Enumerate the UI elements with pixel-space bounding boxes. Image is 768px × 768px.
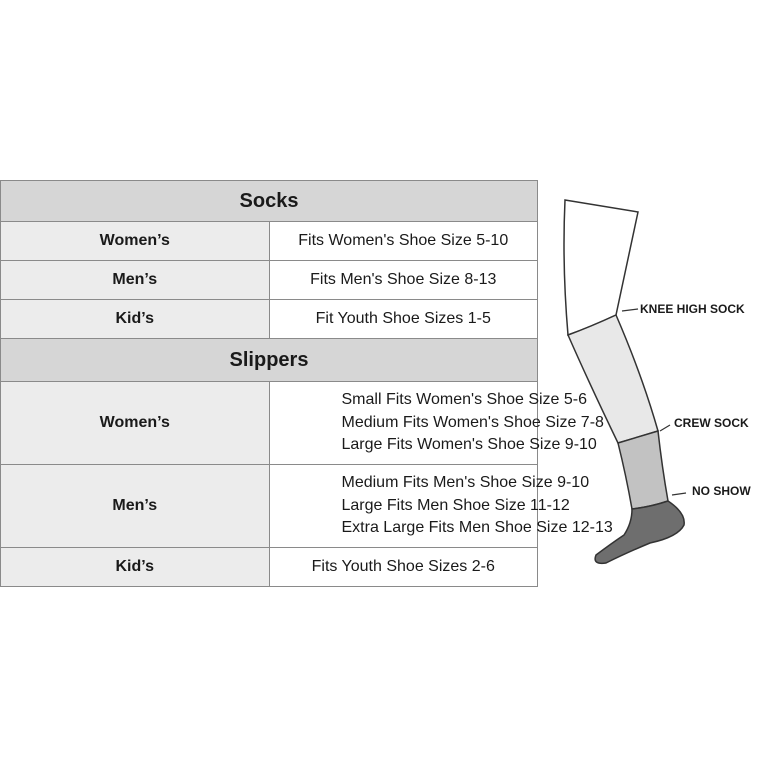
no-show-sock-label: NO SHOW bbox=[692, 484, 751, 498]
table-row: Women’s Fits Women's Shoe Size 5-10 bbox=[0, 221, 538, 261]
table-row: Kid’s Fits Youth Shoe Sizes 2-6 bbox=[0, 547, 538, 587]
table-row: Women’s Small Fits Women's Shoe Size 5-6… bbox=[0, 381, 604, 465]
size-line: Small Fits Women's Shoe Size 5-6 bbox=[341, 391, 588, 409]
crew-sock-label: CREW SOCK bbox=[674, 416, 749, 430]
crew-pointer bbox=[659, 424, 671, 432]
socks-category-womens: Women’s bbox=[0, 221, 270, 261]
socks-size-womens: Fits Women's Shoe Size 5-10 bbox=[268, 221, 538, 261]
socks-size-mens: Fits Men's Shoe Size 8-13 bbox=[268, 260, 538, 300]
size-line: Large Fits Men Shoe Size 11-12 bbox=[341, 496, 570, 514]
slippers-category-kids: Kid’s bbox=[0, 547, 270, 587]
knee-high-sock-region bbox=[563, 199, 639, 337]
size-chart-table: Socks Women’s Fits Women's Shoe Size 5-1… bbox=[0, 180, 613, 587]
sock-height-diagram: KNEE HIGH SOCK CREW SOCK NO SHOW bbox=[563, 199, 751, 565]
size-line: Large Fits Women's Shoe Size 9-10 bbox=[341, 436, 597, 454]
ankle-sock-region bbox=[617, 430, 669, 510]
socks-category-kids: Kid’s bbox=[0, 299, 270, 339]
table-row: Men’s Fits Men's Shoe Size 8-13 bbox=[0, 260, 538, 300]
table-row: Kid’s Fit Youth Shoe Sizes 1-5 bbox=[0, 299, 538, 339]
knee-high-sock-label: KNEE HIGH SOCK bbox=[640, 302, 745, 316]
slippers-sizes-mens: Medium Fits Men's Shoe Size 9-10 Large F… bbox=[268, 464, 613, 548]
knee-high-pointer bbox=[621, 308, 639, 312]
slippers-category-mens: Men’s bbox=[0, 464, 270, 548]
slippers-title: Slippers bbox=[0, 338, 538, 382]
slippers-category-womens: Women’s bbox=[0, 381, 270, 465]
size-line: Medium Fits Men's Shoe Size 9-10 bbox=[341, 474, 590, 492]
no-show-sock-region bbox=[594, 500, 685, 565]
slippers-size-kids: Fits Youth Shoe Sizes 2-6 bbox=[268, 547, 538, 587]
socks-title: Socks bbox=[0, 180, 538, 222]
crew-sock-region bbox=[566, 313, 659, 444]
socks-category-mens: Men’s bbox=[0, 260, 270, 300]
socks-size-kids: Fit Youth Shoe Sizes 1-5 bbox=[268, 299, 538, 339]
size-line: Extra Large Fits Men Shoe Size 12-13 bbox=[341, 519, 613, 537]
socks-header-row: Socks bbox=[0, 180, 538, 222]
no-show-pointer bbox=[671, 492, 687, 496]
slippers-sizes-womens: Small Fits Women's Shoe Size 5-6 Medium … bbox=[268, 381, 604, 465]
slippers-header-row: Slippers bbox=[0, 338, 538, 382]
table-row: Men’s Medium Fits Men's Shoe Size 9-10 L… bbox=[0, 464, 613, 548]
size-line: Medium Fits Women's Shoe Size 7-8 bbox=[341, 413, 604, 431]
